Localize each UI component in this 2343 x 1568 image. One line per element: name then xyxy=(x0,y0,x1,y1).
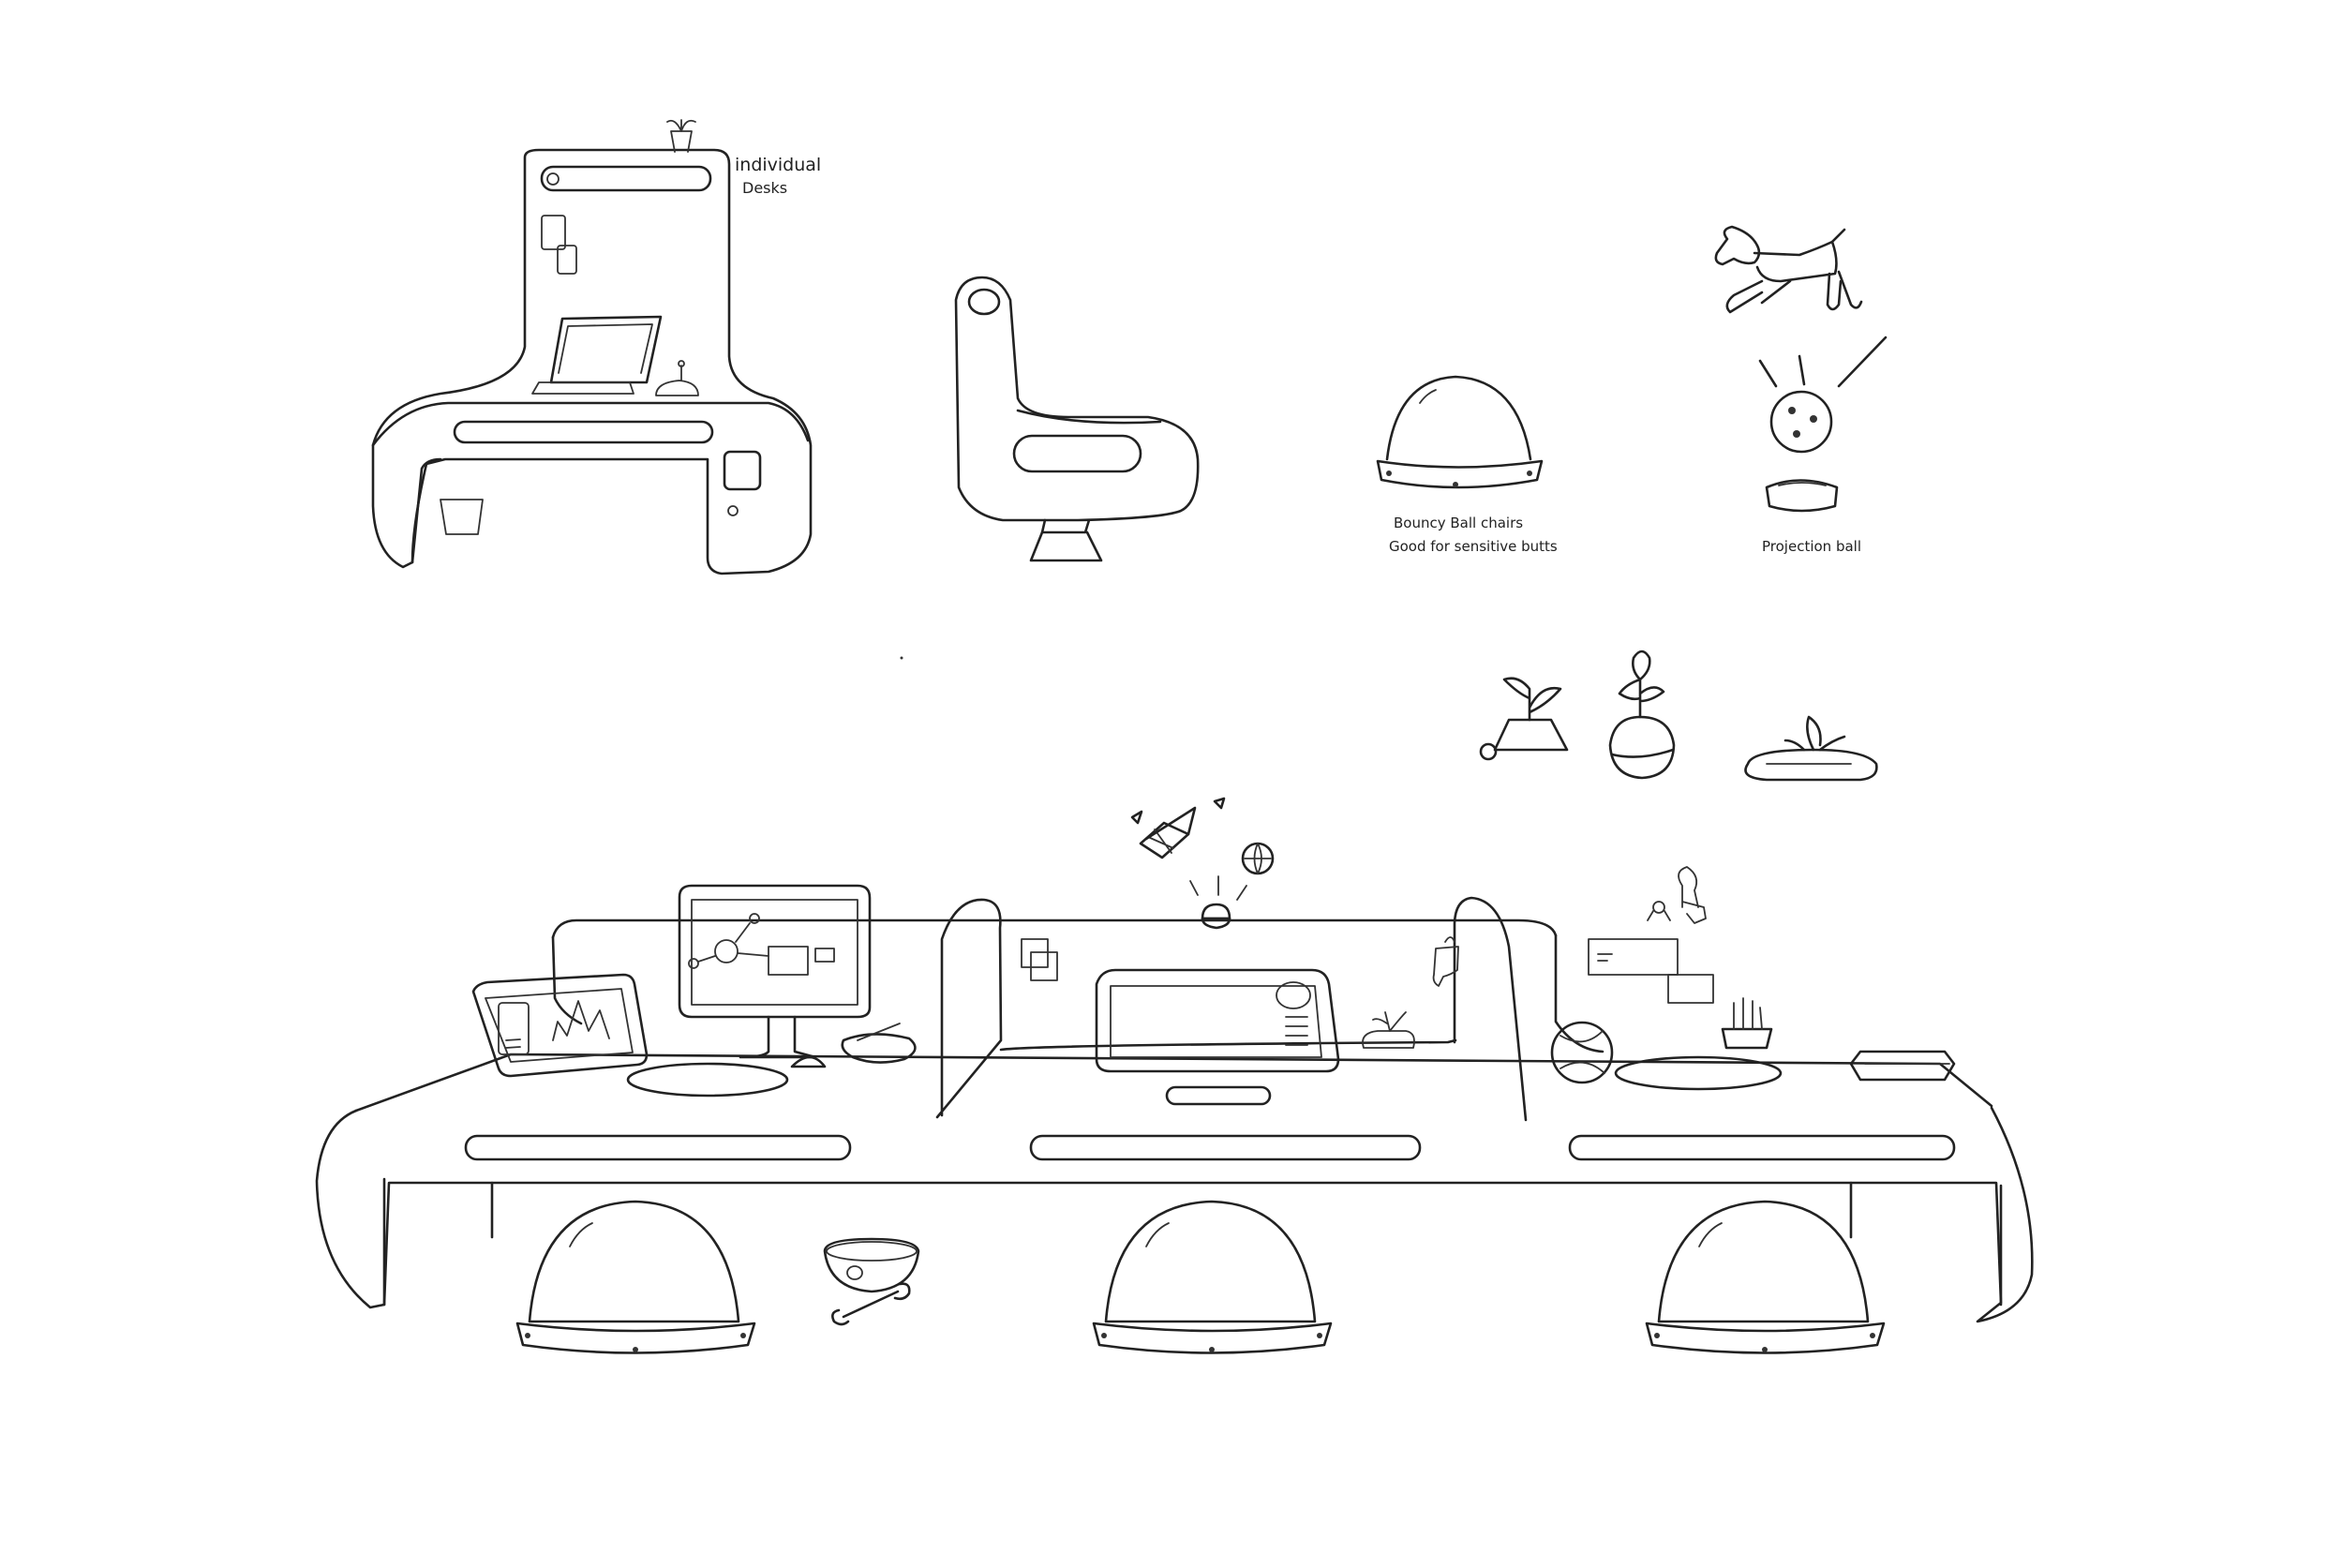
sketch-dot xyxy=(900,656,903,660)
bouncy-seats-row xyxy=(515,1200,1886,1354)
bouncy-seat-1 xyxy=(515,1200,756,1354)
label-individual-desks-2: Desks xyxy=(742,179,787,197)
label-projection-ball: Projection ball xyxy=(1762,538,1861,555)
label-bouncy-2: Good for sensitive butts xyxy=(1389,538,1558,555)
projected-dog-drawing xyxy=(1714,225,1888,513)
shared-desk-drawing xyxy=(315,866,2034,1323)
individual-desk-drawing xyxy=(371,119,813,575)
bouncy-seat-3 xyxy=(1645,1200,1886,1354)
floating-items-drawing xyxy=(1130,797,1275,930)
label-bouncy-1: Bouncy Ball chairs xyxy=(1394,515,1523,531)
label-individual-desks-1: individual xyxy=(735,155,821,175)
bouncy-ball-chair-drawing xyxy=(1376,375,1544,489)
chair-drawing xyxy=(954,276,1200,562)
dog-bowl-and-bone xyxy=(823,1237,920,1326)
planters-drawing xyxy=(1479,650,1878,782)
bouncy-seat-2 xyxy=(1092,1200,1333,1354)
